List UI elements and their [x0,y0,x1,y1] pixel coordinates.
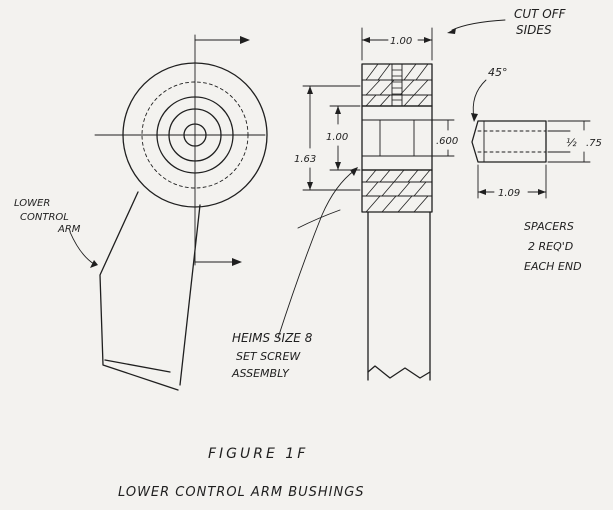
ring-circle [168,108,222,162]
lower-arm-label-1: LOWER [14,198,50,209]
inner-height-label: 1.00 [326,132,348,143]
width-dimension-label: 1.00 [390,36,412,47]
section-view [277,19,506,381]
spacer-length-label: 1.09 [498,188,520,199]
end-view [69,34,268,391]
spacers-label-3: EACH END [524,260,582,273]
cut-off-label-1: CUT OFF [514,7,567,21]
arm-leader [69,231,95,265]
lower-bushing-section [361,169,433,213]
set-screw-leader [297,209,341,229]
outer-height-label: 1.63 [294,154,316,165]
figure-number: FIGURE 1F [208,446,308,462]
cut-off-leader [451,19,506,31]
outer-circle [122,62,268,208]
hidden-circle [141,81,249,189]
heims-leader [277,169,356,339]
bore-section [361,105,433,171]
lower-hatching [365,169,431,213]
control-arm-right-edge [179,204,201,386]
control-arm-left-edge [99,191,179,391]
heims-label-1: HEIMS SIZE 8 [232,331,313,345]
bore-circle [183,123,207,147]
figure-caption: LOWER CONTROL ARM BUSHINGS [118,485,365,500]
spacer-diameter-label: .75 [586,138,602,149]
control-arm-break-line [104,359,171,373]
lower-arm-label-2: CONTROL [20,212,69,223]
bore-dimension-label: .600 [436,136,458,147]
lower-arm-label-3: ARM [57,224,81,235]
half-dimension-label: ½ [566,136,577,149]
middle-circle [156,96,234,174]
angle-label: 45° [488,66,508,79]
ball-section [379,119,415,157]
heims-label-2: SET SCREW [236,350,301,363]
heims-label-3: ASSEMBLY [231,367,290,380]
angle-leader [472,79,487,119]
spacers-label-2: 2 REQ'D [528,240,573,253]
spacer-view [471,79,591,199]
spacer-outline [471,120,547,163]
annotations: CUT OFF SIDES 1.00 45° 1.63 1.00 .600 ½ … [14,7,602,500]
cut-off-label-2: SIDES [516,23,552,37]
spacers-label-1: SPACERS [524,220,574,233]
arm-break-line [367,365,431,379]
